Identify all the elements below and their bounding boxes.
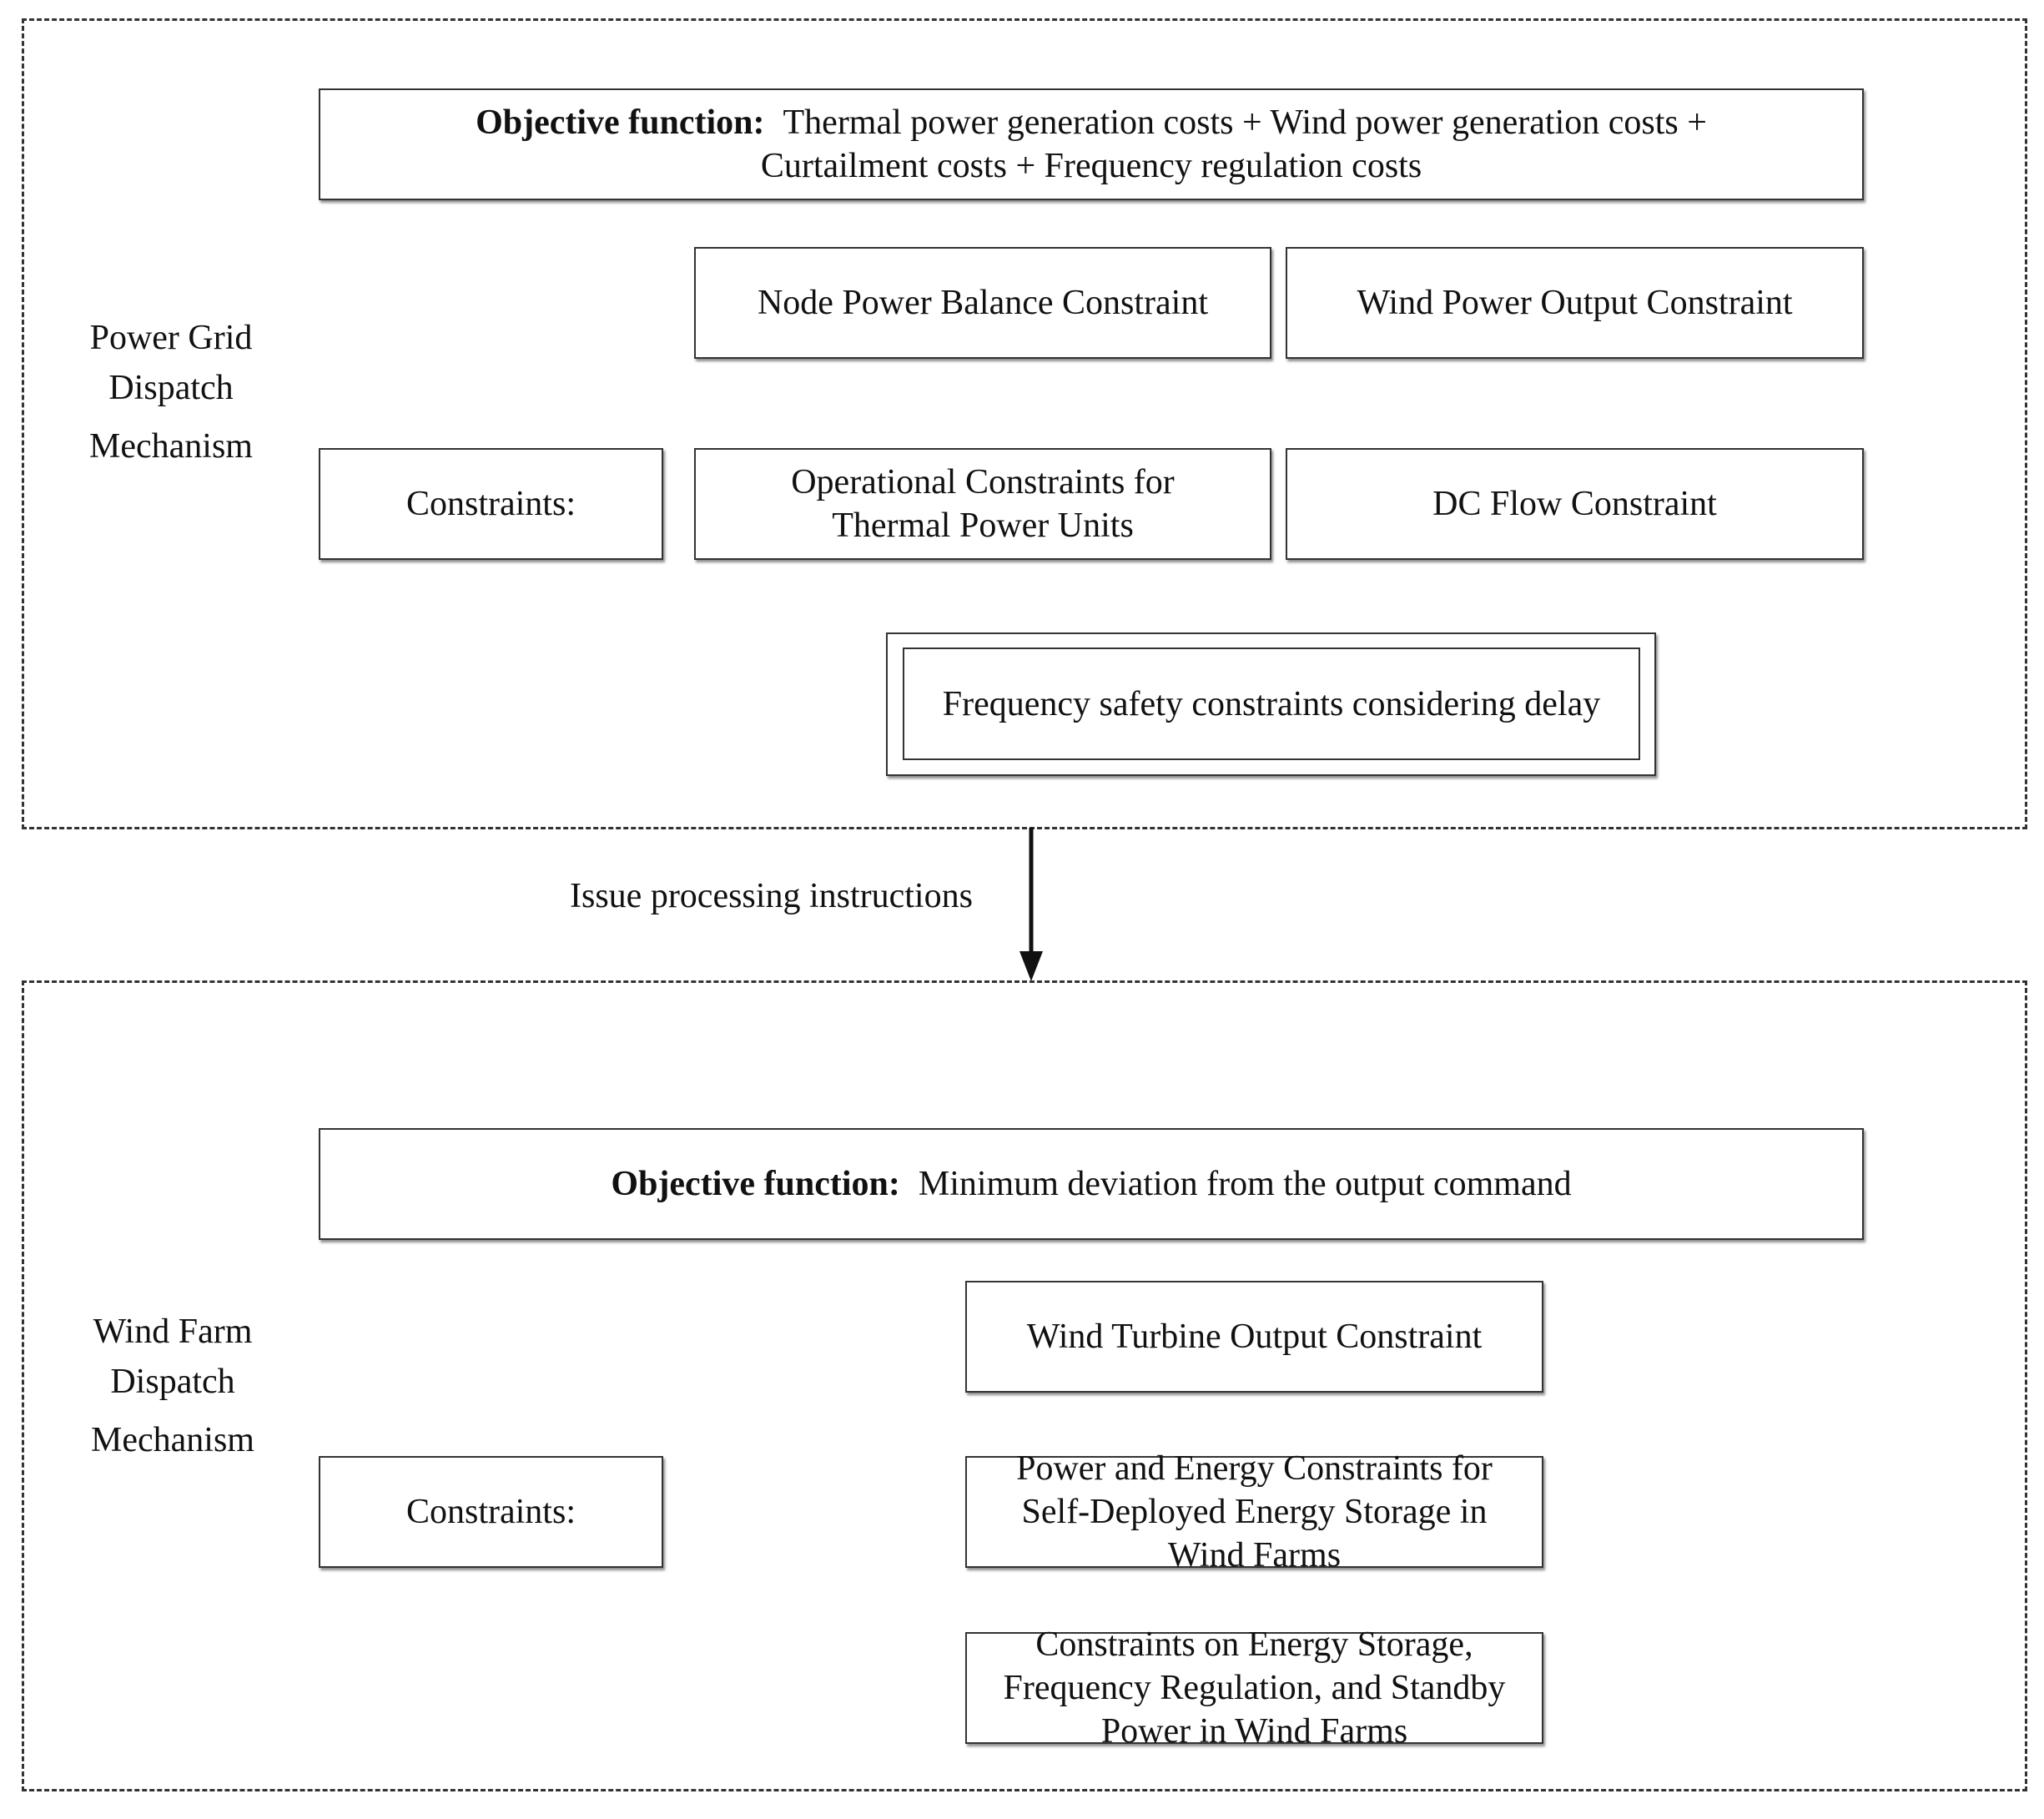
storage-frequency-standby-constraint-box: Constraints on Energy Storage, Frequency… bbox=[965, 1625, 1543, 1751]
farm-objective-function-box: Objective function: Minimum deviation fro… bbox=[319, 1128, 1864, 1240]
farm-objective-label: Objective function: bbox=[611, 1165, 900, 1203]
power-grid-dispatch-panel bbox=[22, 18, 2027, 829]
wind-farm-dispatch-title: Wind Farm Dispatch Mechanism bbox=[48, 1307, 298, 1465]
wind-farm-dispatch-panel bbox=[22, 980, 2027, 1791]
power-grid-title-line-3: Mechanism bbox=[89, 427, 253, 466]
wind-farm-title-line-2: Dispatch bbox=[110, 1363, 235, 1401]
grid-objective-text-line-1: Thermal power generation costs + Wind po… bbox=[783, 103, 1707, 142]
storage-power-energy-constraint-box: Power and Energy Constraints for Self-De… bbox=[965, 1449, 1543, 1575]
dc-flow-constraint-box: DC Flow Constraint bbox=[1286, 448, 1864, 560]
power-grid-title-line-2: Dispatch bbox=[108, 369, 234, 407]
farm-objective-text: Minimum deviation from the output comman… bbox=[918, 1165, 1572, 1203]
grid-objective-label: Objective function: bbox=[476, 103, 765, 142]
power-grid-dispatch-title: Power Grid Dispatch Mechanism bbox=[46, 313, 296, 471]
grid-objective-function-box: Objective function: Thermal power generat… bbox=[319, 88, 1864, 200]
frequency-safety-constraint-box: Frequency safety constraints considering… bbox=[903, 647, 1640, 760]
thermal-units-constraint-box: Operational Constraints for Thermal Powe… bbox=[694, 448, 1271, 560]
issue-instructions-label: Issue processing instructions bbox=[570, 877, 973, 915]
arrowhead-icon bbox=[1019, 951, 1043, 981]
grid-objective-text-line-2: Curtailment costs + Frequency regulation… bbox=[760, 147, 1422, 185]
wind-turbine-output-constraint-box: Wind Turbine Output Constraint bbox=[965, 1281, 1543, 1393]
grid-objective-line-1: Objective function: Thermal power generat… bbox=[476, 101, 1707, 144]
wind-farm-title-line-1: Wind Farm bbox=[93, 1313, 253, 1351]
farm-constraints-label-box: Constraints: bbox=[319, 1456, 663, 1568]
wind-power-output-constraint-box: Wind Power Output Constraint bbox=[1286, 247, 1864, 359]
grid-constraints-label-box: Constraints: bbox=[319, 448, 663, 560]
wind-farm-title-line-3: Mechanism bbox=[91, 1421, 254, 1459]
node-power-balance-constraint-box: Node Power Balance Constraint bbox=[694, 247, 1271, 359]
power-grid-title-line-1: Power Grid bbox=[89, 319, 253, 357]
